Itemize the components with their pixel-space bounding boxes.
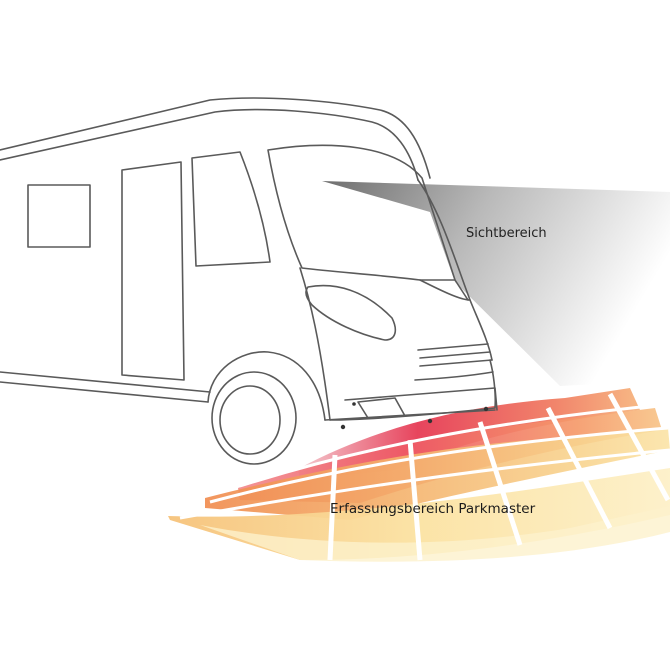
sensor-dot xyxy=(483,406,489,412)
detection-band-outermost xyxy=(200,506,670,562)
detection-zone xyxy=(168,388,670,562)
sensor-dot xyxy=(427,418,433,424)
motorhome-outline xyxy=(0,97,498,465)
parking-sensors xyxy=(340,402,489,430)
band-rings xyxy=(179,403,670,520)
view-area-wedge xyxy=(322,181,670,386)
view-area-label: Sichtbereich xyxy=(466,226,547,241)
sensor-dot xyxy=(352,402,356,406)
sensor-dot xyxy=(340,424,346,430)
detection-area-label: Erfassungsbereich Parkmaster xyxy=(330,501,536,517)
detection-band-far xyxy=(205,428,670,520)
